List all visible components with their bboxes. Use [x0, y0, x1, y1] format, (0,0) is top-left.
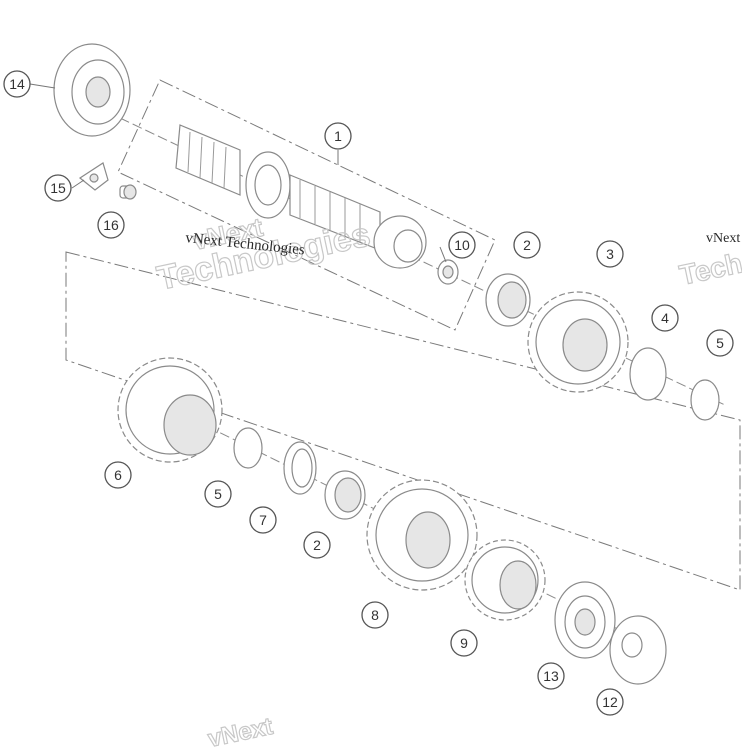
- gear-3: [527, 291, 629, 393]
- bearing-14: [53, 43, 131, 137]
- bush-2-lower: [324, 470, 366, 520]
- callout-5-right: 5: [706, 329, 734, 357]
- callout-label: 8: [371, 607, 379, 623]
- watermark-ghost-2: Technologies: [154, 216, 374, 298]
- circlip-5-right: [690, 379, 720, 421]
- callout-label: 2: [523, 237, 531, 253]
- watermark-ghost-4: vNext: [206, 713, 276, 747]
- callout-16: 16: [97, 211, 125, 239]
- callout-label: 5: [214, 486, 222, 502]
- leader-lines: [29, 83, 447, 263]
- circlip-5-left: [233, 427, 263, 469]
- ring-7: [283, 441, 317, 495]
- callout-4: 4: [651, 304, 679, 332]
- gear-cluster-frame: [65, 251, 741, 591]
- callout-label: 7: [259, 512, 267, 528]
- main-shaft-1: [175, 124, 427, 269]
- gear-9: [464, 539, 546, 621]
- callout-label: 16: [103, 217, 119, 233]
- gear-8: [366, 479, 478, 591]
- callout-label: 1: [334, 128, 342, 144]
- callout-label: 10: [454, 237, 470, 253]
- callout-2-upper: 2: [513, 231, 541, 259]
- callout-label: 9: [460, 635, 468, 651]
- callout-13: 13: [537, 662, 565, 690]
- shaft-assembly-frame: [117, 79, 496, 331]
- callout-14: 14: [3, 70, 31, 98]
- callout-2-lower: 2: [303, 531, 331, 559]
- callout-6: 6: [104, 461, 132, 489]
- callout-3: 3: [596, 240, 624, 268]
- callout-label: 13: [543, 668, 559, 684]
- callout-label: 2: [313, 537, 321, 553]
- callout-label: 6: [114, 467, 122, 483]
- watermark-ghost-layer: vNext Technologies Tech vNext: [153, 211, 742, 747]
- callout-8: 8: [361, 601, 389, 629]
- gear-6: [117, 357, 223, 463]
- callout-label: 3: [606, 246, 614, 262]
- lock-plate-15: [78, 162, 109, 191]
- callout-label: 15: [50, 180, 66, 196]
- callout-10: 10: [448, 231, 476, 259]
- callout-7: 7: [249, 506, 277, 534]
- callout-label: 14: [9, 76, 25, 92]
- callout-9: 9: [450, 629, 478, 657]
- callout-label: 12: [602, 694, 618, 710]
- bush-16: [119, 184, 137, 200]
- callout-label: 4: [661, 310, 669, 326]
- callout-label: 5: [716, 335, 724, 351]
- bush-2-upper: [485, 273, 531, 327]
- watermark-text-right: vNext: [706, 231, 740, 246]
- watermark-ghost-3: Tech: [677, 247, 742, 290]
- callout-12: 12: [596, 688, 624, 716]
- washer-12: [609, 615, 667, 685]
- callout-15: 15: [44, 174, 72, 202]
- bearing-13: [554, 581, 616, 659]
- callout-5-left: 5: [204, 480, 232, 508]
- callout-1: 1: [324, 122, 352, 150]
- needle-bearing-10: [437, 259, 459, 285]
- washer-4: [629, 347, 667, 401]
